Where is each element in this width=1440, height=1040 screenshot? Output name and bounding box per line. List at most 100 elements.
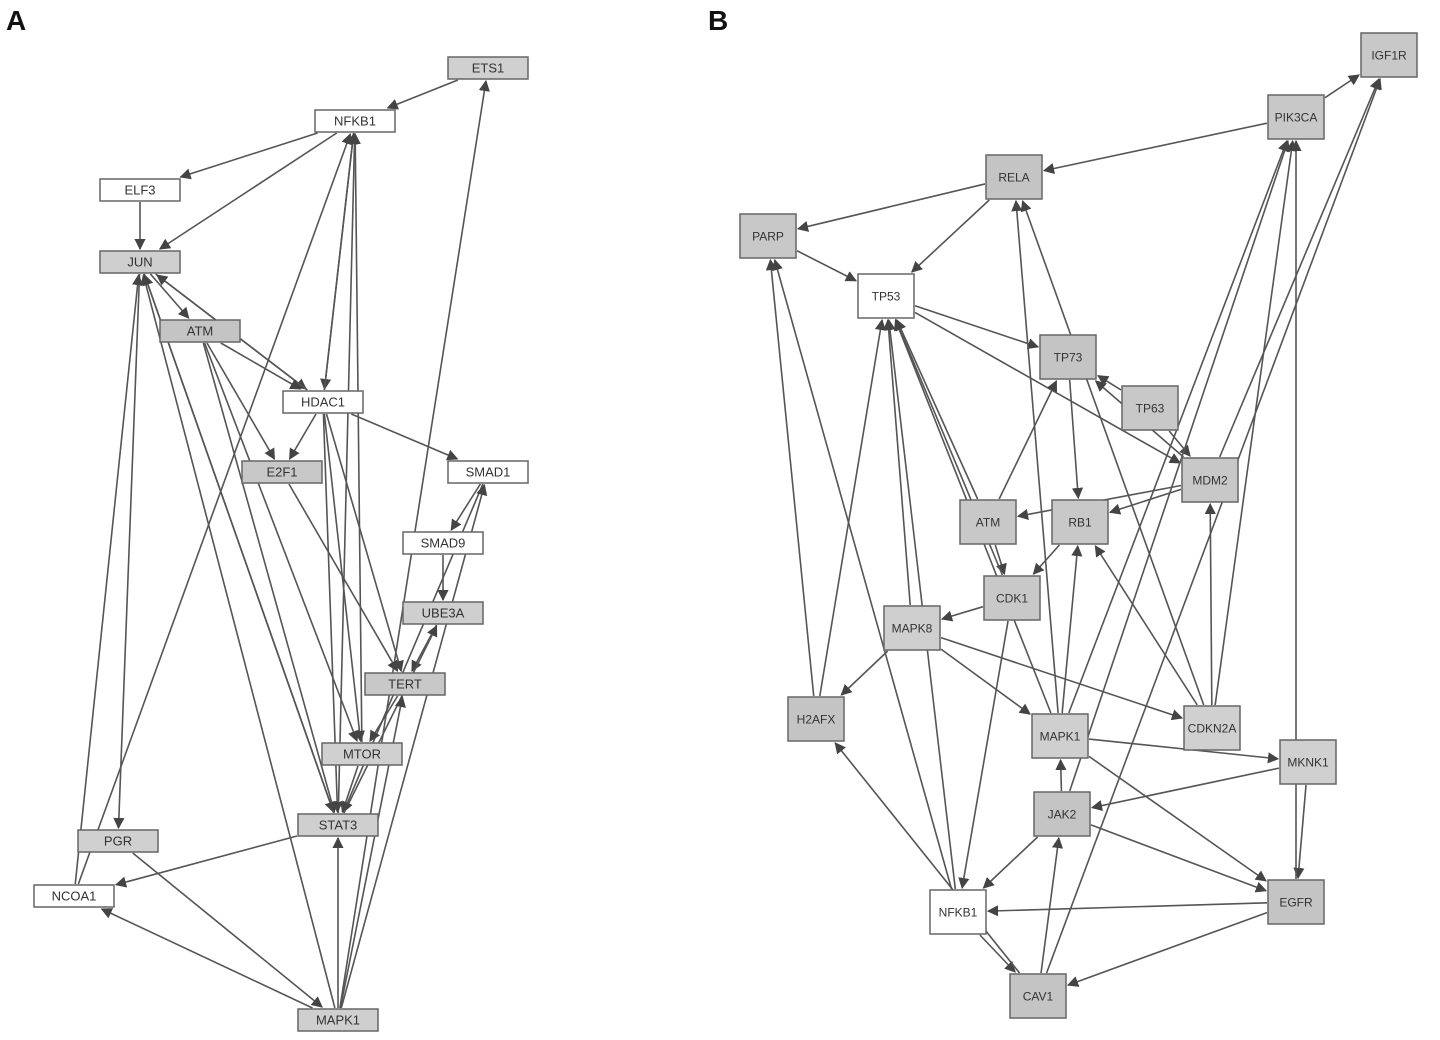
node-box <box>402 601 484 625</box>
panel-b-edge-nfkb1-to-cav1 <box>979 934 1016 973</box>
node-box <box>1181 457 1239 503</box>
panel-b-node-tp53: TP53 <box>857 273 915 319</box>
node-label: CAV1 <box>1023 989 1054 1003</box>
panel-b-edge-jak2-to-pik3ca <box>1068 139 1291 792</box>
panel-b-node-pik3ca: PIK3CA <box>1267 94 1325 140</box>
node-label: ELF3 <box>124 183 155 198</box>
panel-b-node-atm: ATM <box>959 499 1017 545</box>
panel-a-node-mtor: MTOR <box>321 742 403 766</box>
node-label: TERT <box>388 677 422 692</box>
panel-b-edge-pik3ca-to-igf1r <box>1324 74 1360 99</box>
panel-a-edge-hdac1-to-smad1 <box>350 413 459 461</box>
panel-b-edge-jak2-to-nfkb1 <box>982 836 1039 889</box>
panel-a-label: A <box>6 5 26 36</box>
node-label: HDAC1 <box>301 395 345 410</box>
node-box <box>1121 385 1179 431</box>
panel-b-edge-mknk1-to-jak2 <box>1090 767 1280 812</box>
node-label: JUN <box>127 255 152 270</box>
node-box <box>99 250 181 274</box>
panel-a-edge-ncoa1-to-jun <box>74 273 144 885</box>
node-label: PIK3CA <box>1275 110 1318 124</box>
panel-b-node-igf1r: IGF1R <box>1360 32 1418 78</box>
panel-b-node-h2afx: H2AFX <box>787 696 845 742</box>
panel-a-node-tert: TERT <box>364 672 446 696</box>
panel-b-edge-mdm2-to-igf1r <box>1218 77 1381 458</box>
panel-a-edge-hdac1-to-tert <box>325 413 404 673</box>
node-label: MKNK1 <box>1287 755 1329 769</box>
node-label: MAPK8 <box>892 621 933 635</box>
panel-a-node-smad9: SMAD9 <box>402 531 484 555</box>
node-box <box>282 390 364 414</box>
node-box <box>983 575 1041 621</box>
node-box <box>857 273 915 319</box>
panel-b-node-jak2: JAK2 <box>1033 791 1091 837</box>
node-label: ATM <box>976 515 1000 529</box>
panel-b-edge-parp-to-tp53 <box>796 250 857 282</box>
panel-a-edge-stat3-to-ube3a <box>343 624 438 814</box>
node-box <box>99 178 181 202</box>
panel-b-edge-rela-to-parp <box>796 183 986 232</box>
panel-b-edge-tp73-to-rb1 <box>1068 379 1084 500</box>
panel-b-node-parp: PARP <box>739 213 797 259</box>
node-box <box>1360 32 1418 78</box>
node-label: RELA <box>998 170 1029 184</box>
panel-b-edge-jak2-to-egfr <box>1090 824 1268 893</box>
node-box <box>402 531 484 555</box>
panel-b-node-mknk1: MKNK1 <box>1279 739 1337 785</box>
node-label: CDKN2A <box>1188 721 1237 735</box>
panel-b-edges <box>765 74 1382 987</box>
node-box <box>739 213 797 259</box>
panel-b-edge-mapk1-to-rela <box>1011 199 1059 714</box>
node-label: CDK1 <box>996 591 1028 605</box>
panel-a-node-elf3: ELF3 <box>99 178 181 202</box>
node-box <box>1267 94 1325 140</box>
node-box <box>1267 879 1325 925</box>
node-label: MAPK1 <box>1040 729 1081 743</box>
node-box <box>1009 973 1067 1019</box>
panel-a-node-jun: JUN <box>99 250 181 274</box>
panel-b-edge-mapk8-to-tp53 <box>883 318 911 606</box>
node-box <box>321 742 403 766</box>
panel-b-node-cdkn2a: CDKN2A <box>1183 705 1241 751</box>
node-box <box>1039 334 1097 380</box>
panel-a-node-mapk1: MAPK1 <box>297 1008 379 1032</box>
panel-b-node-mapk8: MAPK8 <box>883 605 941 651</box>
node-label: TP53 <box>872 289 901 303</box>
node-box <box>447 460 529 484</box>
panel-b-edge-h2afx-to-tp53 <box>819 318 886 697</box>
panel-b-edge-rb1-to-cdk1 <box>1032 544 1061 575</box>
panel-b-edge-cav1-to-jak2 <box>1040 836 1064 974</box>
panel-b-edge-cdkn2a-to-mdm2 <box>1204 502 1216 706</box>
panel-b-edge-jak2-to-mapk1 <box>1055 758 1067 792</box>
panel-b-edge-tp63-to-mdm2 <box>1168 430 1191 457</box>
node-label: PARP <box>752 229 784 243</box>
panel-b-edge-cav1-to-igf1r <box>1045 77 1382 974</box>
node-label: TP63 <box>1136 401 1165 415</box>
panel-b-edge-mapk1-to-egfr <box>1088 755 1267 882</box>
panel-b-edge-atm-to-tp53 <box>895 318 979 500</box>
panel-b-edge-h2afx-to-parp <box>765 258 815 697</box>
node-box <box>787 696 845 742</box>
node-label: STAT3 <box>319 818 358 833</box>
panel-b-edge-cdk1-to-mapk8 <box>940 605 984 622</box>
panel-a-node-nfkb1: NFKB1 <box>314 109 396 133</box>
panel-a-edge-e2f1-to-tert <box>288 483 399 672</box>
panel-a-edge-mapk1-to-jun <box>140 273 336 1009</box>
node-label: ETS1 <box>472 61 505 76</box>
node-box <box>1031 713 1089 759</box>
panel-a-node-atm: ATM <box>159 319 241 343</box>
panel-a-edge-jun-to-atm <box>149 273 190 319</box>
node-box <box>1051 499 1109 545</box>
panel-b-edge-tp53-to-tp73 <box>914 304 1040 350</box>
panel-b-node-cdk1: CDK1 <box>983 575 1041 621</box>
node-label: MTOR <box>343 747 381 762</box>
node-box <box>297 813 379 837</box>
panel-a-edge-pgr-to-mapk1 <box>132 852 323 1008</box>
panel-a-edge-ets1-to-nfkb1 <box>386 79 459 110</box>
panel-a-edge-mtor-to-nfkb1 <box>349 132 363 743</box>
panel-b-edge-cdk1-to-nfkb1 <box>958 620 1009 890</box>
